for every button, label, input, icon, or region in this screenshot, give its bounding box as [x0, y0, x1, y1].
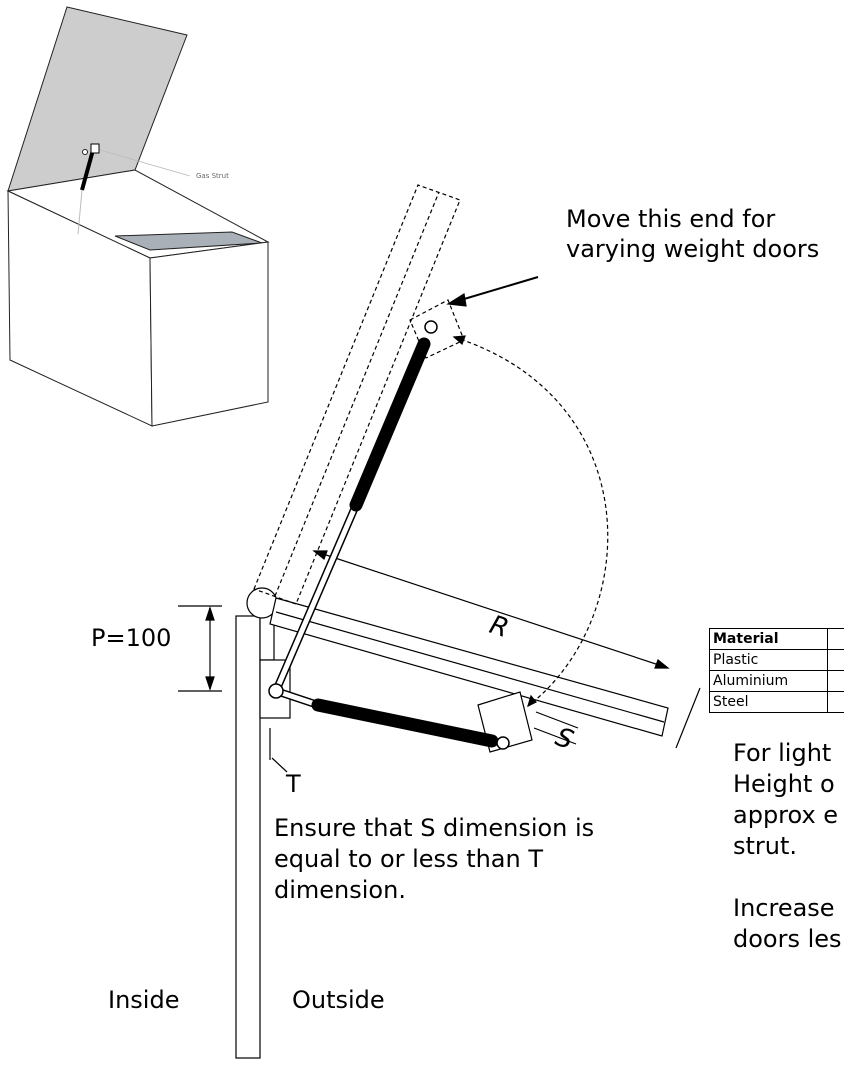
open-strut-cylinder — [356, 344, 424, 505]
callout-line-1: Move this end for — [566, 204, 819, 234]
outside-label: Outside — [292, 985, 385, 1015]
right-note-line-2: Height o — [733, 769, 842, 800]
box-wall — [236, 616, 260, 1058]
small-strut-bracket — [91, 144, 99, 153]
callout-text: Move this end for varying weight doors — [566, 204, 819, 264]
travel-arc — [454, 337, 608, 706]
open-strut-rod — [276, 505, 356, 691]
gas-strut-label: Gas Strut — [196, 172, 229, 180]
material-plastic: Plastic — [710, 650, 828, 671]
material-table-header-row: Material — [710, 629, 844, 650]
callout-arrow-head — [448, 294, 466, 306]
table-row: Steel — [710, 692, 844, 713]
material-table: Material Plastic Aluminium Steel — [709, 628, 844, 713]
box-lid — [8, 7, 187, 191]
p-dimension-label: P=100 — [91, 623, 171, 653]
table-row: Plastic — [710, 650, 844, 671]
closed-strut-end-pivot — [497, 737, 509, 749]
right-note-line-1: For light — [733, 738, 842, 769]
p-arrow-top — [206, 608, 214, 620]
box-right-face — [150, 242, 268, 426]
lid-open-inner — [275, 192, 439, 596]
material-aluminium: Aluminium — [710, 671, 828, 692]
t-dimension-label: T — [286, 769, 301, 799]
inside-label: Inside — [108, 985, 179, 1015]
material-value-cell — [827, 671, 844, 692]
ensure-note: Ensure that S dimension is equal to or l… — [274, 813, 604, 906]
box-illustration — [8, 7, 268, 426]
material-value-cell — [827, 629, 844, 650]
wall-pivot — [269, 684, 283, 698]
right-note-line-6: doors les — [733, 924, 842, 955]
r-arrow-end — [655, 660, 668, 668]
right-note-line-4: strut. — [733, 831, 842, 862]
callout-arrow-line — [454, 277, 538, 302]
closed-strut-cylinder — [318, 705, 492, 741]
material-value-cell — [827, 692, 844, 713]
gas-struts — [269, 321, 509, 749]
material-steel: Steel — [710, 692, 828, 713]
t-leader — [272, 758, 287, 772]
callout-line-2: varying weight doors — [566, 234, 819, 264]
material-header: Material — [710, 629, 828, 650]
right-note-gap — [733, 862, 842, 893]
open-strut-top-pivot — [425, 321, 437, 333]
right-note: For light Height o approx e strut. Incre… — [733, 738, 842, 955]
material-value-cell — [827, 650, 844, 671]
table-row: Aluminium — [710, 671, 844, 692]
right-note-line-5: Increase — [733, 893, 842, 924]
arc-arrow-top — [454, 336, 465, 344]
small-strut-pivot — [83, 150, 88, 155]
p-arrow-bottom — [206, 677, 214, 689]
right-note-line-3: approx e — [733, 800, 842, 831]
r-extension-line — [676, 688, 700, 748]
